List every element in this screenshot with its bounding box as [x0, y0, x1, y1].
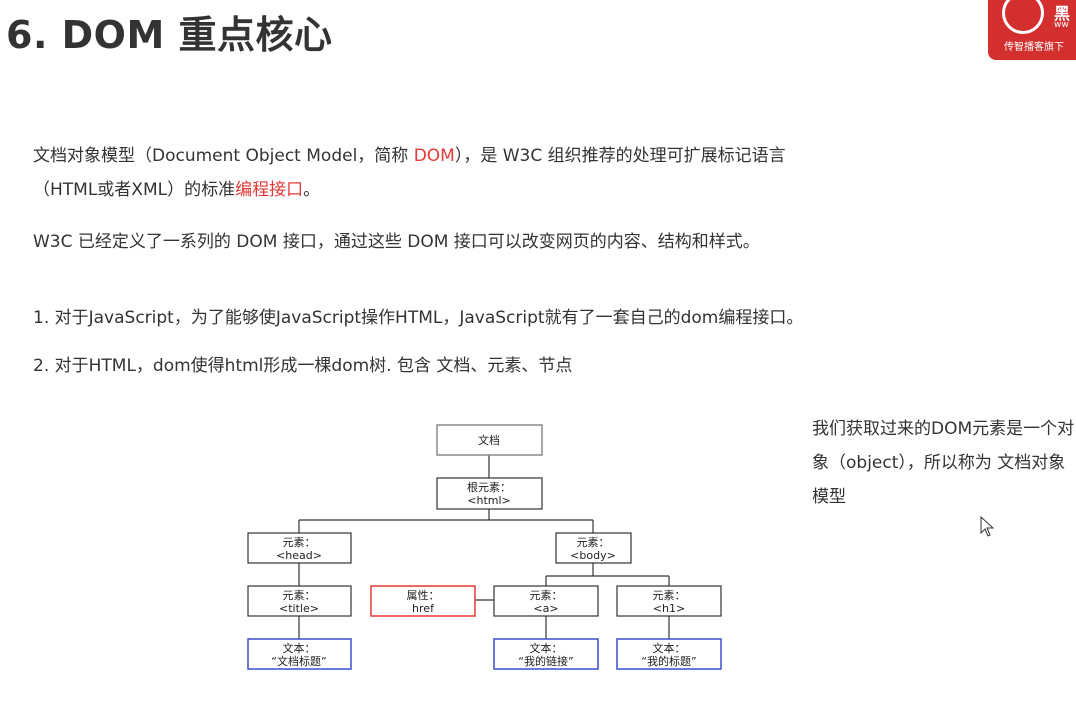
node-body-label-1: 元素：	[577, 536, 610, 549]
node-root-label-1: 根元素：	[467, 480, 511, 494]
mouse-pointer-icon	[980, 516, 995, 537]
node-title-label-2: <title>	[279, 602, 319, 615]
node-attr-label-2: href	[412, 602, 435, 615]
paragraph-w3c: W3C 已经定义了一系列的 DOM 接口，通过这些 DOM 接口可以改变网页的内…	[33, 232, 760, 252]
node-a-label-1: 元素：	[530, 589, 563, 602]
node-body: 元素： <body>	[555, 532, 632, 564]
logo-www: ww	[1054, 20, 1069, 30]
slide-title: 6. DOM 重点核心	[6, 13, 333, 57]
definition-text-1: 文档对象模型（Document Object Model，简称	[33, 146, 414, 166]
node-title: 元素： <title>	[247, 585, 352, 617]
node-text-title: 文本： “文档标题”	[247, 638, 352, 670]
node-document-label: 文档	[478, 433, 500, 447]
node-text-h1: 文本： “我的标题”	[616, 638, 722, 670]
node-text-title-label-1: 文本：	[283, 641, 316, 655]
paragraph-definition-line2: （HTML或者XML）的标准编程接口。	[33, 174, 320, 206]
node-document: 文档	[436, 424, 543, 456]
node-h1-label-2: <h1>	[653, 602, 685, 615]
node-attr-label-1: 属性：	[407, 588, 440, 602]
node-h1-label-1: 元素：	[653, 589, 686, 602]
node-head: 元素： <head>	[247, 532, 352, 564]
node-text-link-label-2: “我的链接”	[518, 654, 573, 668]
logo-mark: 黑	[1054, 4, 1071, 23]
definition-text-3: （HTML或者XML）的标准	[33, 180, 236, 200]
logo-circle-icon	[1002, 0, 1044, 34]
definition-text-2: ），是 W3C 组织推荐的处理可扩展标记语言	[454, 146, 786, 166]
node-text-title-label-2: “文档标题”	[271, 654, 326, 668]
logo-subtitle: 传智播客旗下	[1004, 42, 1064, 53]
paragraph-point-1: 1. 对于JavaScript，为了能够使JavaScript操作HTML，Ja…	[33, 308, 804, 328]
node-text-h1-label-2: “我的标题”	[641, 654, 696, 668]
brand-logo: 黑 ww 传智播客旗下	[988, 0, 1076, 60]
node-a: 元素： <a>	[493, 585, 599, 617]
node-text-h1-label-1: 文本：	[653, 641, 686, 655]
node-body-label-2: <body>	[570, 549, 616, 562]
node-text-link-label-1: 文本：	[530, 641, 563, 655]
node-head-label-2: <head>	[276, 549, 322, 562]
definition-text-4: 。	[303, 180, 321, 200]
node-h1: 元素： <h1>	[616, 585, 722, 617]
node-attr-href: 属性： href	[370, 585, 476, 617]
node-root-html: 根元素： <html>	[436, 477, 543, 510]
side-note: 我们获取过来的DOM元素是一个对象（object），所以称为 文档对象模型	[812, 419, 1075, 507]
node-a-label-2: <a>	[533, 602, 558, 615]
definition-interface-highlight: 编程接口	[235, 180, 304, 200]
node-title-label-1: 元素：	[283, 589, 316, 602]
node-head-label-1: 元素：	[283, 536, 316, 549]
definition-dom-highlight: DOM	[413, 146, 455, 166]
node-text-link: 文本： “我的链接”	[493, 638, 599, 670]
paragraph-definition: 文档对象模型（Document Object Model，简称 DOM），是 W…	[33, 140, 786, 172]
node-root-label-2: <html>	[467, 494, 511, 507]
paragraph-point-2: 2. 对于HTML，dom使得html形成一棵dom树. 包含 文档、元素、节点	[33, 356, 573, 376]
